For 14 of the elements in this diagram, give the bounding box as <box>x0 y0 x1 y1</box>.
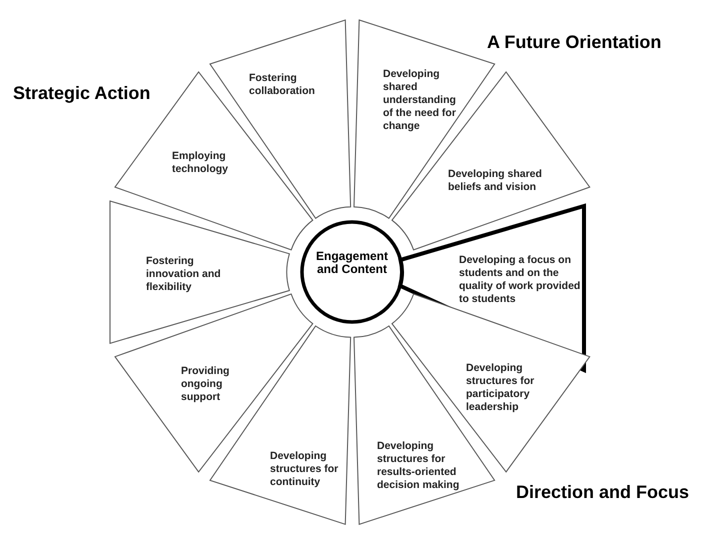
segment-label: Developing a focus on students and on the quality of work provided to students <box>458 254 582 306</box>
segment-label: Developing structures for participatory leadership <box>466 362 536 414</box>
group-heading: A Future Orientation <box>487 32 662 53</box>
group-heading: Strategic Action <box>13 83 150 104</box>
center-label: Engagement and Content <box>314 250 389 276</box>
segment-label: Fostering innovation and flexibility <box>146 254 222 294</box>
segment-label: Developing structures for results-oriented decision making <box>376 440 460 492</box>
segment-label: Providing ongoing support <box>180 364 230 404</box>
segment-label: Employing technology <box>172 150 229 176</box>
segment-label: Developing structures for continuity <box>270 450 340 489</box>
segment-label: Developing shared beliefs and vision <box>448 168 543 194</box>
segment-label: Developing shared understanding of the need for change <box>382 68 457 133</box>
group-heading: Direction and Focus <box>516 482 690 503</box>
segment-label: Fostering collaboration <box>248 72 316 98</box>
